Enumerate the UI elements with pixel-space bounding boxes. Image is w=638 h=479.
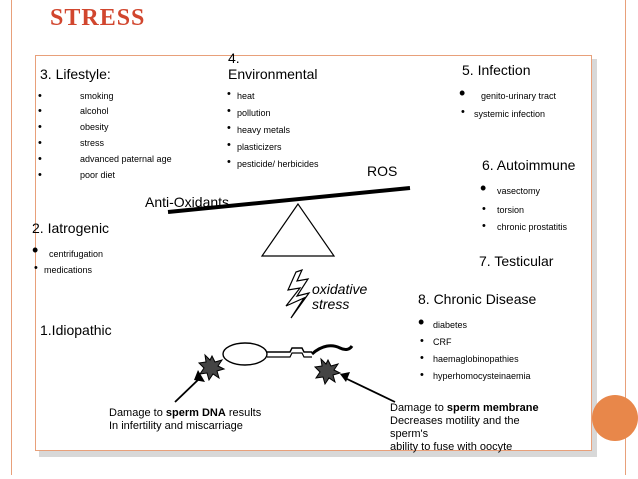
lifestyle-item: stress (80, 138, 105, 148)
lifestyle-item: obesity (80, 122, 109, 132)
membrane-note-line3: sperm's (390, 428, 429, 440)
environmental-item: pesticide/ herbicides (237, 159, 319, 169)
testicular-heading: 7. Testicular (479, 253, 554, 269)
decorative-circle (592, 395, 638, 441)
iatrogenic-heading: 2. Iatrogenic (32, 220, 110, 236)
lifestyle-item: smoking (80, 91, 114, 101)
bullet-icon: • (418, 312, 425, 332)
chronic-disease-item: haemaglobinopathies (433, 354, 519, 364)
idiopathic-heading: 1.Idiopathic (40, 322, 112, 338)
chronic-disease-item: CRF (433, 337, 452, 347)
environmental-item: plasticizers (237, 142, 282, 152)
autoimmune-item: chronic prostatitis (497, 222, 568, 232)
membrane-note-line4: ability to fuse with oocyte (390, 441, 513, 453)
membrane-note-bold: sperm membrane (446, 402, 539, 414)
anti-oxidants-label: Anti-Oxidants (145, 194, 230, 210)
autoimmune-item: torsion (497, 205, 525, 215)
autoimmune-heading: 6. Autoimmune (482, 157, 576, 173)
bullet-icon: • (38, 121, 42, 133)
chronic-disease-heading: 8. Chronic Disease (418, 291, 537, 307)
environmental-heading: Environmental (228, 66, 318, 82)
sperm-head (222, 342, 268, 366)
environmental-item: heat (237, 91, 255, 101)
environmental-item: heavy metals (237, 125, 291, 135)
lifestyle-item: poor diet (80, 170, 116, 180)
arrow-to-membrane-note (344, 377, 396, 403)
oxidative-stress-label-line1: oxidative (312, 281, 368, 297)
membrane-note-line2: Decreases motility and the (390, 415, 520, 427)
bullet-icon: • (420, 335, 424, 347)
balance-fulcrum (260, 202, 336, 257)
bullet-icon: • (461, 106, 465, 118)
dna-note-line2: In infertility and miscarriage (109, 420, 243, 432)
bullet-icon: • (227, 156, 231, 168)
dna-note-suffix: results (225, 407, 262, 419)
sperm-tail (310, 344, 354, 356)
infection-item: genito-urinary tract (481, 91, 557, 101)
lifestyle-heading: 3. Lifestyle: (40, 66, 111, 82)
dna-damage-note: Damage to sperm DNA results In infertili… (109, 407, 261, 433)
bullet-icon: • (420, 352, 424, 364)
lightning-bolt-icon (285, 268, 311, 319)
slide-border (11, 0, 626, 475)
damage-burst-right-icon (313, 357, 342, 386)
sperm-midpiece (267, 347, 312, 353)
chronic-disease-item: diabetes (433, 320, 468, 330)
ros-label: ROS (367, 163, 398, 179)
lifestyle-item: alcohol (80, 106, 109, 116)
bullet-icon: • (34, 262, 38, 274)
infection-heading: 5. Infection (462, 62, 531, 78)
bullet-icon: • (480, 178, 487, 198)
dna-note-prefix: Damage to (109, 407, 166, 419)
bullet-icon: • (38, 153, 42, 165)
slide-title: STRESS (50, 5, 146, 31)
bullet-icon: • (38, 137, 42, 149)
bullet-icon: • (227, 139, 231, 151)
bullet-icon: • (227, 88, 231, 100)
oxidative-stress-label-line2: stress (312, 296, 350, 312)
bullet-icon: • (420, 369, 424, 381)
iatrogenic-item: medications (44, 265, 93, 275)
dna-note-bold: sperm DNA (165, 407, 226, 419)
bullet-icon: • (482, 203, 486, 215)
autoimmune-item: vasectomy (497, 186, 541, 196)
bullet-icon: • (38, 105, 42, 117)
bullet-icon: • (227, 122, 231, 134)
bullet-icon: • (38, 169, 42, 181)
bullet-icon: • (38, 90, 42, 102)
iatrogenic-item: centrifugation (49, 249, 104, 259)
arrow-to-dna-note (174, 377, 201, 403)
membrane-note-prefix: Damage to (390, 402, 447, 414)
bullet-icon: • (32, 240, 39, 260)
damage-burst-left-icon (197, 353, 226, 382)
balance-beam (167, 186, 411, 214)
bullet-icon: • (482, 220, 486, 232)
environmental-heading-number: 4. (228, 50, 240, 66)
membrane-damage-note: Damage to sperm membrane Decreases motil… (390, 402, 539, 454)
lifestyle-item: advanced paternal age (80, 154, 172, 164)
environmental-item: pollution (237, 108, 271, 118)
infection-item: systemic infection (474, 109, 546, 119)
bullet-icon: • (459, 83, 466, 103)
bullet-icon: • (227, 105, 231, 117)
chronic-disease-item: hyperhomocysteinaemia (433, 371, 531, 381)
